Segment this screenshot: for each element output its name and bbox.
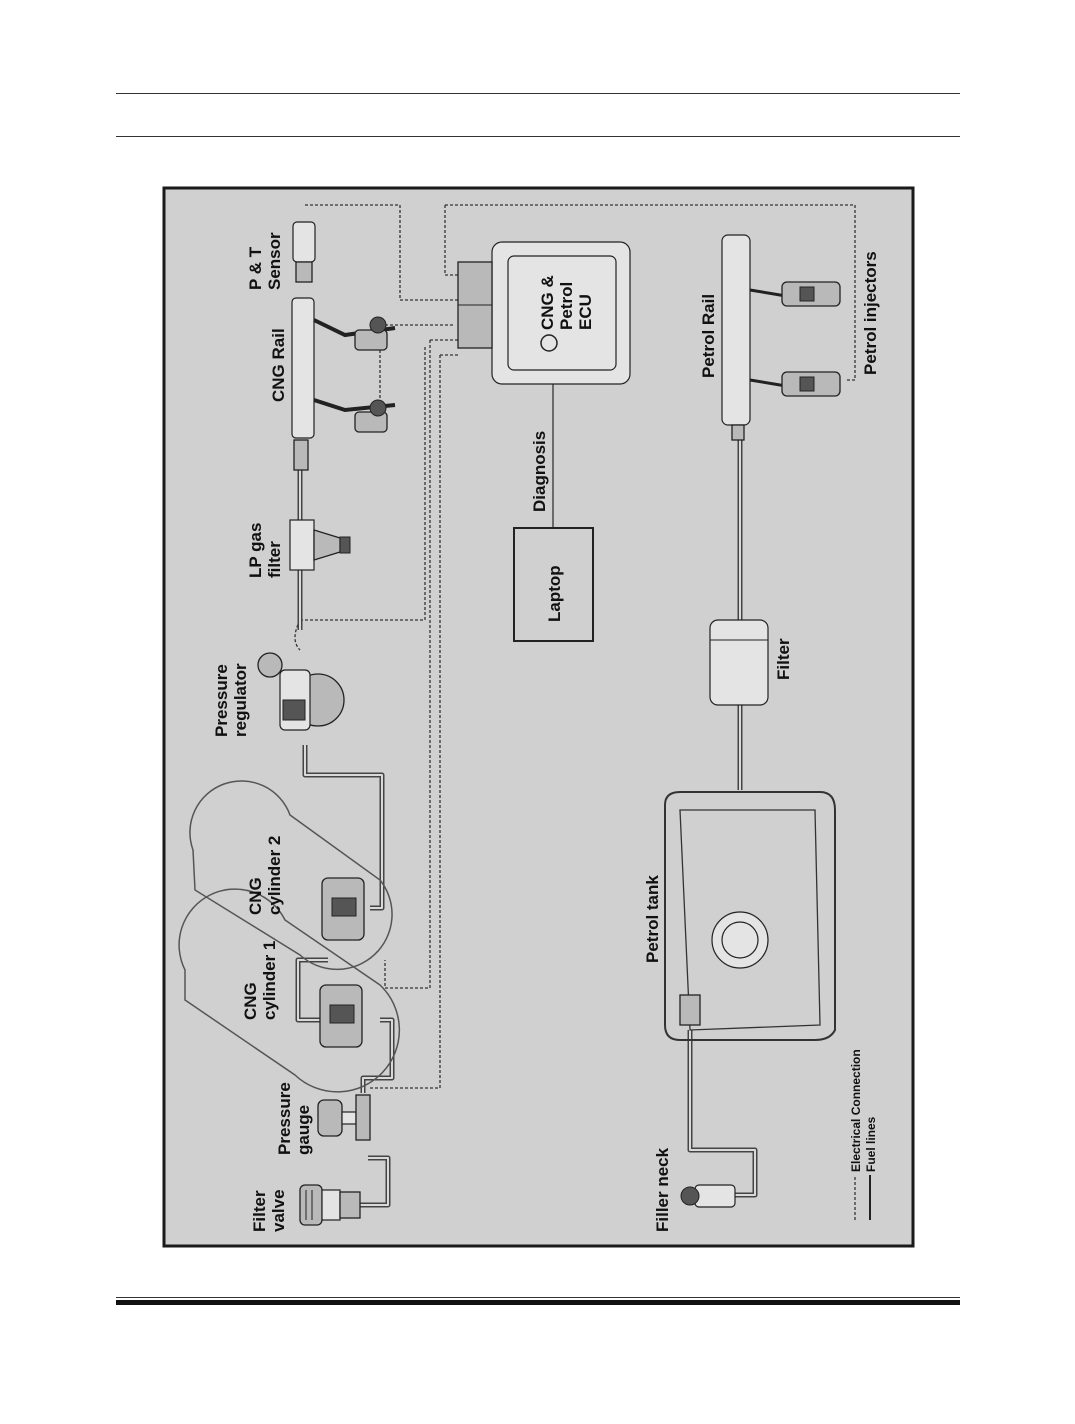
label-diagnosis: Diagnosis — [530, 431, 549, 512]
legend — [854, 1175, 871, 1220]
label-filler-neck: Filler neck — [653, 1147, 672, 1232]
footer-rule-thick — [116, 1300, 960, 1305]
footer-rule-thin — [116, 1297, 960, 1298]
laptop-box — [513, 527, 594, 642]
lp-gas-filter-part — [289, 519, 351, 571]
label-pressure-gauge: Pressuregauge — [275, 1082, 313, 1155]
label-petrol-tank: Petrol tank — [643, 875, 662, 963]
label-petrol-injectors: Petrol injectors — [861, 251, 880, 375]
ecu-part — [457, 241, 631, 385]
cng-cylinder-2-part — [189, 780, 393, 971]
cng-cylinder-1-part — [178, 888, 401, 1093]
petrol-injectors-part — [781, 281, 841, 397]
label-lp-gas-filter: LP gasfilter — [246, 523, 284, 578]
label-petrol-rail: Petrol Rail — [699, 294, 718, 378]
electrical-connections — [294, 204, 856, 1089]
label-cng-cylinder-2: CNGcylinder 2 — [246, 836, 284, 915]
legend-label-electrical: Electrical Connection — [849, 1049, 863, 1172]
label-filter-valve: Filtervalve — [250, 1189, 288, 1232]
label-pressure-regulator: Pressureregulator — [212, 663, 250, 737]
label-cng-cylinder-1: CNGcylinder 1 — [241, 941, 279, 1020]
labels: Filtervalve Pressuregauge CNGcylinder 1 … — [212, 232, 880, 1232]
label-ecu: CNG &PetrolECU — [538, 275, 595, 330]
petrol-filter-part — [709, 619, 769, 706]
legend-label-fuel: Fuel lines — [864, 1116, 878, 1172]
pt-sensor-part — [292, 221, 316, 283]
label-pt-sensor: P & TSensor — [246, 232, 284, 290]
fuel-lines — [295, 430, 758, 1208]
header-rule-bottom — [116, 136, 960, 137]
petrol-tank-part — [664, 791, 836, 1041]
header-rule-top — [116, 93, 960, 94]
cng-rail-part — [291, 297, 396, 471]
pressure-regulator-part — [257, 652, 345, 731]
filler-neck-part — [680, 1184, 736, 1208]
label-laptop: Laptop — [545, 565, 564, 622]
filter-valve-part — [299, 1184, 361, 1226]
pressure-gauge-part — [317, 1094, 371, 1141]
label-filter: Filter — [774, 638, 793, 680]
label-cng-rail: CNG Rail — [269, 328, 288, 402]
